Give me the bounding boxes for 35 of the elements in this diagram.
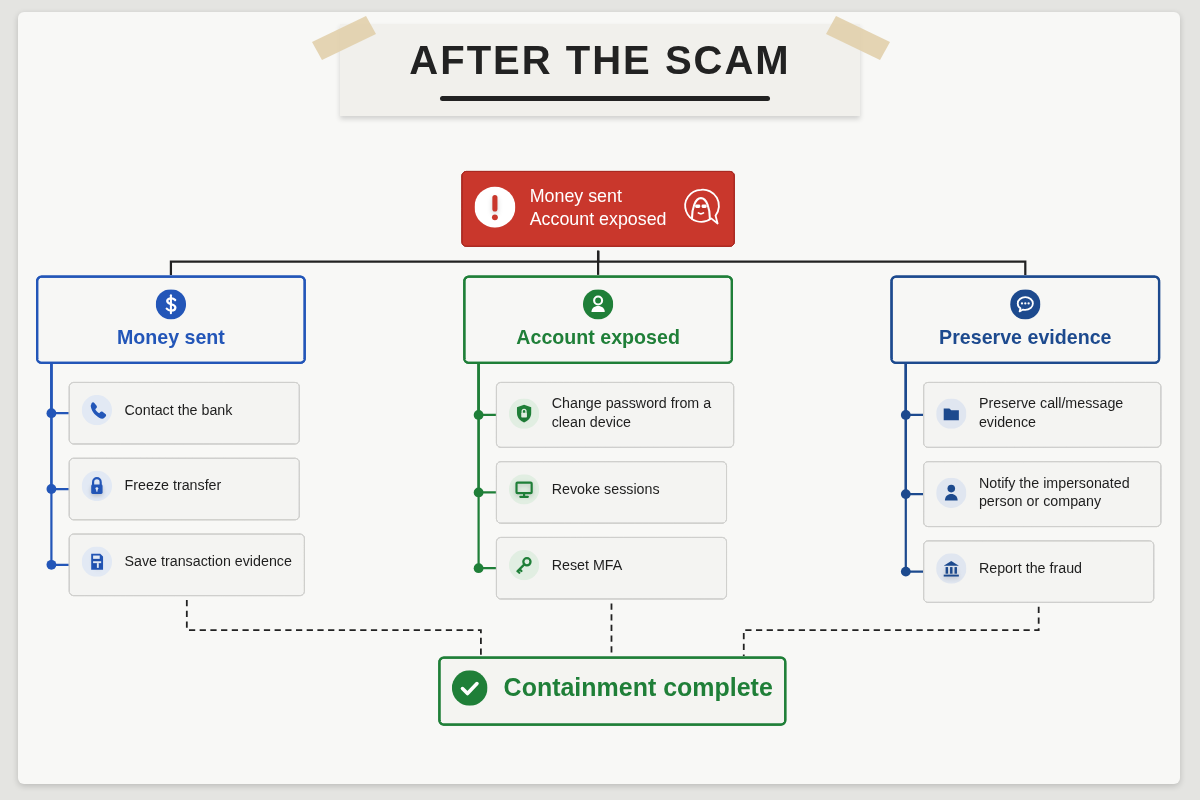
category-title: Money sent <box>116 324 225 351</box>
dot-connector <box>46 362 70 570</box>
action-card <box>68 382 300 445</box>
dashed-connector <box>742 605 1040 657</box>
status-text: Containment complete <box>503 672 773 704</box>
dot-connector <box>900 362 924 577</box>
action-card <box>923 461 1162 527</box>
action-card <box>496 537 727 600</box>
category-card <box>890 275 1161 364</box>
dashed-connector <box>185 599 482 657</box>
action-text: Save transaction evidence <box>124 552 292 571</box>
alert-box <box>461 171 735 247</box>
action-text: Reset MFA <box>551 555 623 574</box>
action-text: Notify the impersonated person or company <box>978 474 1131 511</box>
category-card <box>36 275 306 364</box>
action-text: Revoke sessions <box>551 480 660 499</box>
category-card <box>463 275 733 364</box>
action-text: Report the fraud <box>978 559 1083 578</box>
action-card <box>923 382 1162 448</box>
action-text: Preserve call/message evidence <box>978 394 1125 432</box>
action-text: Change password from a clean device <box>551 394 713 432</box>
action-card <box>68 533 305 597</box>
dot-connector <box>473 362 497 574</box>
category-title: Account exposed <box>516 324 680 351</box>
action-text: Contact the bank <box>124 400 233 419</box>
title: AFTER THE SCAM <box>408 38 792 83</box>
action-card <box>68 457 300 521</box>
alert-text: Money sent Account exposed <box>529 184 667 231</box>
category-title: Preserve evidence <box>939 324 1112 351</box>
action-card <box>496 461 727 524</box>
action-card <box>496 382 735 448</box>
connector-line <box>597 250 1027 275</box>
action-text: Freeze transfer <box>124 476 222 495</box>
status-box <box>438 656 787 726</box>
action-card <box>923 540 1155 603</box>
